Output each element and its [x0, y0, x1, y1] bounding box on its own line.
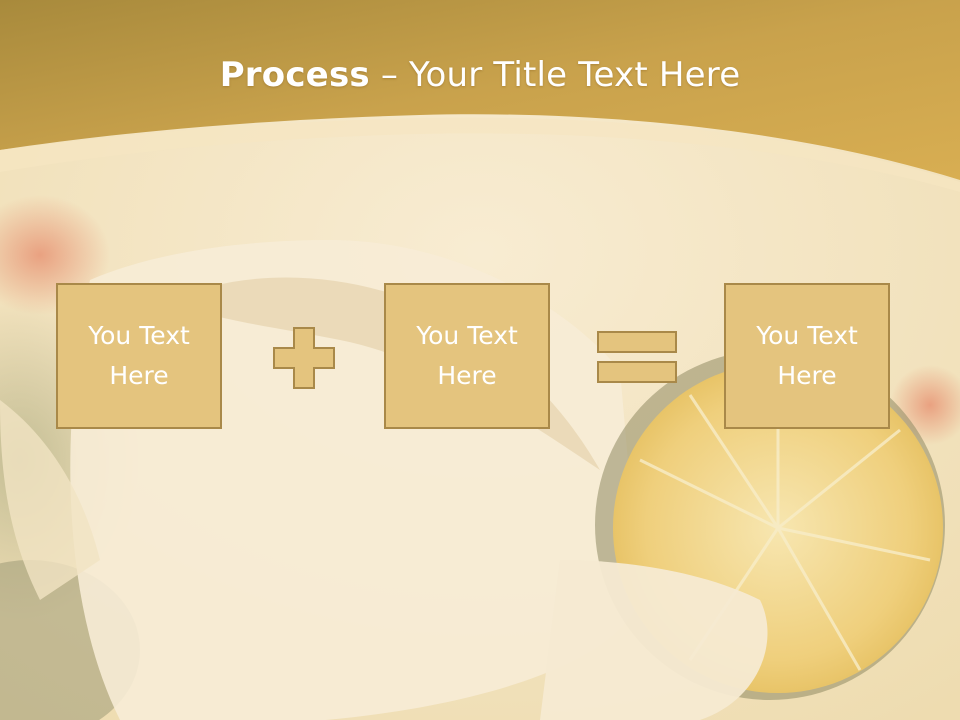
text-box-3-label: You Text Here: [756, 321, 858, 390]
text-box-1-label: You Text Here: [88, 321, 190, 390]
text-box-3[interactable]: You Text Here: [724, 283, 890, 429]
title-rest: – Your Title Text Here: [369, 55, 741, 95]
text-box-2[interactable]: You Text Here: [384, 283, 550, 429]
title-bold: Process: [219, 55, 370, 95]
text-box-2-label: You Text Here: [416, 321, 518, 390]
plus-icon: [273, 327, 335, 389]
equals-icon: [597, 331, 677, 383]
slide-title: Process – Your Title Text Here: [0, 52, 960, 98]
text-box-1[interactable]: You Text Here: [56, 283, 222, 429]
